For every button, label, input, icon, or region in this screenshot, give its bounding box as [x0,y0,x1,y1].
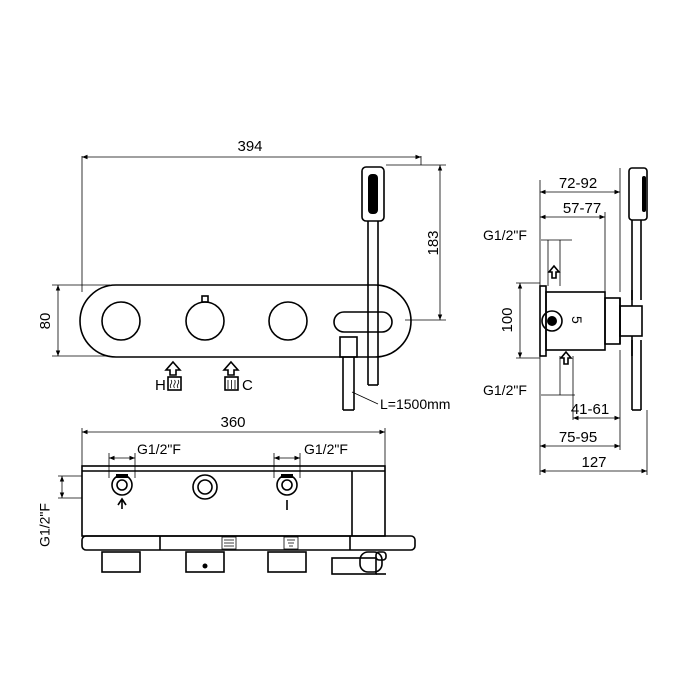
inlet-left-label: G1/2"F [137,441,181,457]
dim-75-95-label: 75-95 [559,429,597,446]
handle-left [101,301,141,341]
side-shower-head [628,167,648,221]
side-view: 72-92 57-77 G1/2"F 100 5 [483,167,648,475]
hand-shower [333,166,393,411]
top-view: 360 G1/2"F G1/2"F G1/2"F [37,414,416,575]
hose-connector [339,336,358,358]
inlet-top-label: G1/2"F [483,227,527,243]
bath-outlet-icon [221,536,237,550]
handle-left-side [101,551,141,573]
handle-right-side [267,551,307,573]
cartridge-circle [541,310,563,332]
cold-indicator: C [222,360,253,394]
up-arrow-icon [164,360,182,376]
mounting-plate [81,535,416,551]
handle-right [268,301,308,341]
hot-arrow-icon [117,497,127,509]
front-view: 394 183 80 [37,138,450,412]
height-100-label: 100 [499,307,516,332]
hot-indicator: H [155,360,182,394]
heat-icon [167,376,182,391]
dim-127-label: 127 [581,454,606,471]
dimension-label-183: 183 [425,230,442,255]
inlet-right-label: G1/2"F [304,441,348,457]
up-arrow-icon [559,350,573,365]
handle-center [185,301,225,341]
outlet-label: G1/2"F [37,503,53,547]
up-arrow-icon [547,264,561,279]
cold-icon [224,376,239,391]
hose-length-label: L=1500mm [380,396,450,412]
shower-holder [333,311,393,333]
shower-nozzles [368,174,378,214]
side-flange [539,285,547,357]
side-knob [619,305,643,337]
outlet-center [192,474,218,500]
handle-center-marker [201,295,209,303]
knob-mark: 5 [569,316,585,324]
cover-plate [79,284,412,358]
dim-41-61-label: 41-61 [571,401,609,418]
cold-label: C [242,377,253,394]
dim-72-92-label: 72-92 [559,175,597,192]
inlet-bottom-label: G1/2"F [483,382,527,398]
up-arrow-icon [222,360,240,376]
shower-head [361,166,385,222]
dimension-label-394: 394 [237,138,262,155]
shower-holder-top [331,557,377,575]
handle-center-side [185,551,225,573]
dimension-label-80: 80 [37,313,54,330]
hot-label: H [155,377,166,394]
dim-57-77-label: 57-77 [563,200,601,217]
dimension-label-360: 360 [220,414,245,431]
shower-outlet-icon [283,536,299,550]
